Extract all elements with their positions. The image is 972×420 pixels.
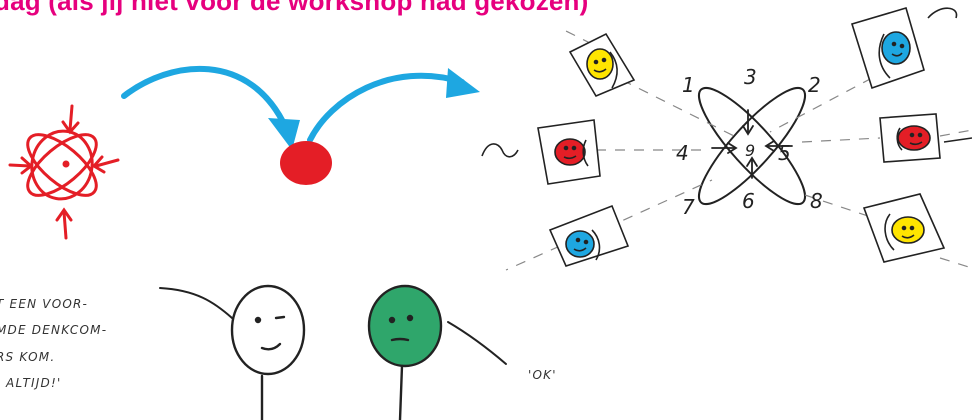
speech-line-2: MDE DENKCOM-	[0, 323, 108, 337]
number-5: 5	[778, 141, 791, 165]
blue-arrows-icon	[121, 65, 480, 150]
face-card-blue-top	[850, 7, 925, 90]
number-1: 1	[682, 73, 695, 97]
speech-line-1: T EEN VOOR-	[0, 297, 89, 311]
number-9: 9	[745, 141, 755, 160]
speech-ok: 'OK'	[528, 368, 557, 382]
number-3: 3	[744, 65, 757, 89]
speech-line-3: RS KOM.	[0, 350, 56, 364]
face-card-blue-bottom	[548, 204, 630, 267]
red-ball-icon	[280, 141, 332, 185]
number-2: 2	[808, 73, 821, 97]
number-7: 7	[682, 195, 695, 219]
number-8: 8	[810, 189, 823, 213]
perspective-diagram: 1 2 3 4 5 6 7 8 9	[481, 7, 972, 271]
face-card-red-left	[537, 119, 601, 185]
number-6: 6	[742, 189, 755, 213]
red-atom-icon	[8, 104, 120, 240]
green-head-figure	[367, 284, 443, 420]
white-head-figure	[230, 284, 306, 420]
number-4: 4	[676, 141, 689, 165]
page-title: dag (als jij niet voor de workshop had g…	[0, 0, 589, 16]
face-card-red-right	[879, 113, 941, 163]
speech-line-4: , ALTIJD!'	[0, 376, 62, 390]
face-card-yellow-top	[568, 32, 636, 98]
face-card-yellow-bottom	[862, 193, 946, 263]
